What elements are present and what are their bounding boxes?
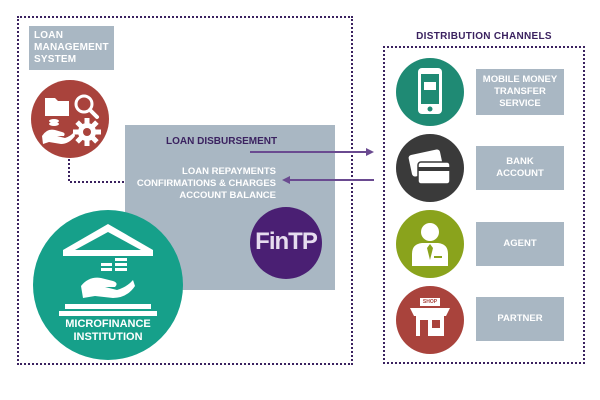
fintp-logo xyxy=(250,207,322,279)
magnifier-icon xyxy=(74,94,99,119)
institution-frame xyxy=(17,16,353,365)
mobile-phone-icon xyxy=(418,68,442,114)
loan-repayments-label: LOAN REPAYMENTS xyxy=(182,166,276,177)
lms-label: LOAN MANAGEMENT SYSTEM xyxy=(34,30,109,65)
folder-icon xyxy=(45,98,69,116)
agent-channel-label: AGENT xyxy=(503,238,537,249)
mobile-channel-label: MOBILE MONEY TRANSFER SERVICE xyxy=(482,74,558,109)
loan-disbursement-label: LOAN DISBURSEMENT xyxy=(166,136,278,147)
confirmations-label: CONFIRMATIONS & CHARGES xyxy=(136,178,276,189)
gear-icon xyxy=(73,118,101,146)
shop-sign-text: SHOP xyxy=(422,299,438,305)
flow-lines: LOAN REPAYMENTS CONFIRMATIONS & CHARGES … xyxy=(128,166,276,202)
shop-icon xyxy=(410,298,450,336)
agent-channel-box xyxy=(476,222,564,266)
mobile-channel-box xyxy=(476,69,564,115)
mfi-label: MICROFINANCE INSTITUTION xyxy=(65,318,151,343)
lms-icons xyxy=(42,94,101,146)
fintp-logo-text: FinTP xyxy=(255,228,318,255)
hand-coins-icon xyxy=(81,258,135,298)
institution-icon xyxy=(59,224,157,316)
bank-channel-box xyxy=(476,146,564,190)
channels-frame xyxy=(383,46,585,364)
lms-label-box xyxy=(29,26,114,70)
partner-channel-label: PARTNER xyxy=(497,313,543,324)
lms-circle xyxy=(31,80,109,158)
channels-title: DISTRIBUTION CHANNELS xyxy=(416,31,552,42)
hand-coins-icon xyxy=(42,119,75,144)
bank-channel-label: BANK ACCOUNT xyxy=(496,156,544,179)
partner-channel-box xyxy=(476,297,564,341)
agent-icon xyxy=(412,223,448,266)
credit-card-icon xyxy=(408,149,451,185)
account-balance-label: ACCOUNT BALANCE xyxy=(179,190,276,201)
